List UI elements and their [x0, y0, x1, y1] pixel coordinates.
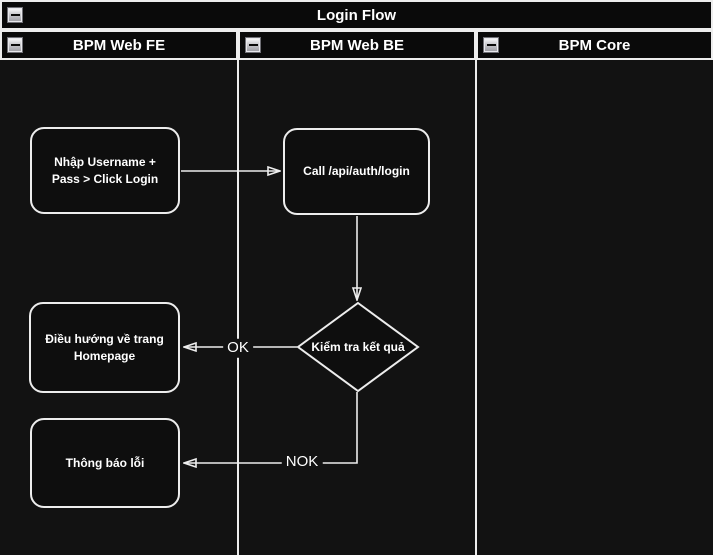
node-label: Điều hướng về trang Homepage: [45, 331, 164, 363]
pool-collapse-button[interactable]: [7, 7, 23, 23]
pool-titlebar[interactable]: Login Flow: [0, 0, 713, 30]
lane-header-bpm-web-fe[interactable]: BPM Web FE: [0, 30, 238, 60]
node-label: Call /api/auth/login: [303, 164, 410, 179]
lane-fe-title: BPM Web FE: [72, 36, 166, 54]
flow-node-call-api-login[interactable]: Call /api/auth/login: [283, 128, 430, 215]
node-label: Nhập Username + Pass > Click Login: [51, 154, 159, 186]
minus-icon: [10, 44, 20, 46]
lane-fe-collapse-button[interactable]: [7, 37, 23, 53]
lane-header-bpm-web-be[interactable]: BPM Web BE: [238, 30, 476, 60]
edge-label-ok[interactable]: OK: [223, 338, 253, 358]
lane-core-title: BPM Core: [558, 36, 631, 54]
lane-divider-1: [237, 60, 239, 555]
minus-icon: [248, 44, 258, 46]
lane-be-title: BPM Web BE: [310, 36, 404, 54]
lane-divider-2: [475, 60, 477, 555]
decision-node-check-result[interactable]: [296, 301, 420, 393]
edge-check-to-error-nok[interactable]: [185, 392, 358, 463]
lane-header-bpm-core[interactable]: BPM Core: [476, 30, 713, 60]
lane-core-collapse-button[interactable]: [483, 37, 499, 53]
flow-node-redirect-homepage[interactable]: Điều hướng về trang Homepage: [29, 302, 180, 393]
node-label: Thông báo lỗi: [65, 455, 145, 470]
flow-node-input-login[interactable]: Nhập Username + Pass > Click Login: [30, 127, 180, 214]
minus-icon: [486, 44, 496, 46]
pool-title: Login Flow: [316, 6, 397, 24]
flow-node-error-message[interactable]: Thông báo lỗi: [30, 418, 180, 508]
edge-label-nok[interactable]: NOK: [281, 452, 323, 472]
minus-icon: [10, 14, 20, 16]
lane-be-collapse-button[interactable]: [245, 37, 261, 53]
